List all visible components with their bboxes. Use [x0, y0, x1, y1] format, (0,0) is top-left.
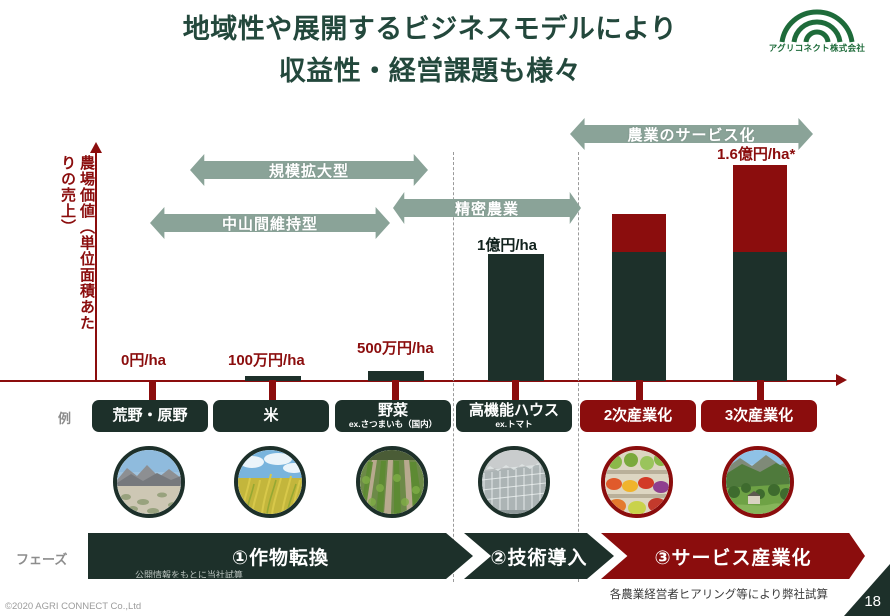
phase-crop-conversion[interactable]: ①作物転換 — [88, 533, 473, 579]
category-label: 2次産業化 — [603, 407, 673, 425]
band-arrow-precision-agriculture: 精密農業 — [393, 192, 581, 224]
band-arrow-scale-expansion: 規模拡大型 — [190, 154, 428, 186]
category-pill-rice[interactable]: 米 — [213, 400, 329, 432]
phase-label: ③サービス産業化 — [654, 547, 812, 569]
photo-processed-produce — [601, 446, 673, 518]
copyright-text: ©2020 AGRI CONNECT Co.,Ltd — [5, 601, 142, 612]
phase-technology-adoption[interactable]: ②技術導入 — [464, 533, 614, 579]
band-arrow-label: 農業のサービス化 — [627, 126, 756, 144]
section-divider-1 — [453, 152, 454, 582]
bar-value-label-6: 1.6億円/ha* — [717, 146, 796, 163]
y-axis-line — [95, 150, 97, 382]
x-axis-arrowhead — [836, 374, 847, 386]
bar-stem-5 — [636, 380, 643, 408]
photo-rice-paddy — [234, 446, 306, 518]
bar-3 — [368, 371, 424, 381]
title-line-2: 収益性・経営課題も様々 — [278, 56, 582, 86]
phase-label: ②技術導入 — [490, 547, 588, 569]
greenhouse-photo — [482, 450, 546, 514]
y-axis-label: 農場価値（単位面積あたりの売上） — [59, 155, 95, 331]
bar-segment-red — [612, 214, 666, 252]
bar-segment-red — [733, 165, 787, 252]
photo-desert-scrubland — [113, 446, 185, 518]
phase-label: ①作物転換 — [231, 547, 330, 569]
bar-2 — [245, 376, 301, 381]
bar-value-label-1: 0円/ha — [121, 352, 167, 369]
bar-segment-green — [245, 376, 301, 381]
bar-value-label-4: 1億円/ha — [477, 237, 538, 254]
category-label: 3次産業化 — [724, 407, 794, 425]
page-title: 地域性や展開するビジネスモデルにより 収益性・経営課題も様々 — [120, 8, 740, 92]
footnote-faint: 公開情報をもとに当社試算 — [135, 570, 243, 578]
rural-tourism-photo — [726, 450, 790, 514]
row-label-phase: フェーズ — [16, 552, 68, 567]
bar-stem-6 — [757, 380, 764, 408]
processed-produce-photo — [605, 450, 669, 514]
bar-value-label-3: 500万円/ha — [357, 340, 434, 357]
category-pill-secondary-industry[interactable]: 2次産業化 — [580, 400, 696, 432]
rice-paddy-photo — [238, 450, 302, 514]
section-divider-2 — [578, 152, 579, 582]
bar-segment-green — [733, 252, 787, 381]
bar-stem-3 — [392, 380, 399, 408]
photo-vegetable-field — [356, 446, 428, 518]
band-arrow-hilly-maintenance: 中山間維持型 — [150, 207, 390, 239]
bar-stem-1 — [149, 380, 156, 408]
category-label: 荒野・原野 — [112, 407, 188, 425]
arc-logo-icon — [779, 9, 855, 43]
category-label: 高機能ハウス — [468, 402, 559, 420]
page-number-corner: 18 — [824, 564, 890, 616]
page-number: 18 — [864, 593, 881, 610]
band-arrow-label: 規模拡大型 — [268, 162, 349, 180]
bar-5 — [612, 214, 666, 381]
vegetable-field-photo — [360, 450, 424, 514]
category-label: 野菜 — [377, 402, 408, 420]
x-axis-line — [0, 380, 838, 382]
row-label-example: 例 — [58, 411, 72, 426]
bar-segment-green — [368, 371, 424, 381]
band-arrow-label: 精密農業 — [454, 200, 519, 218]
desert-scrubland-photo — [117, 450, 181, 514]
logo-company-name: アグリコネクト株式会社 — [768, 43, 866, 53]
category-pill-tertiary-industry[interactable]: 3次産業化 — [701, 400, 817, 432]
bar-stem-4 — [512, 380, 519, 408]
category-pill-vegetables[interactable]: 野菜 ex.さつまいも（国内） — [335, 400, 451, 432]
bar-stem-2 — [269, 380, 276, 408]
bar-4 — [488, 254, 544, 381]
company-logo: アグリコネクト株式会社 — [758, 6, 876, 56]
title-line-1: 地域性や展開するビジネスモデルにより — [182, 14, 678, 44]
category-label: 米 — [263, 407, 279, 425]
photo-rural-tourism — [722, 446, 794, 518]
footnote-source: 各農業経営者ヒアリング等により弊社試算 — [609, 589, 828, 601]
y-axis-arrowhead — [90, 142, 102, 153]
category-pill-high-tech-greenhouse[interactable]: 高機能ハウス ex.トマト — [456, 400, 572, 432]
bar-segment-green — [488, 254, 544, 381]
category-sublabel: ex.トマト — [495, 418, 533, 429]
bar-segment-green — [612, 252, 666, 381]
category-pill-wasteland[interactable]: 荒野・原野 — [92, 400, 208, 432]
corner-shape-icon — [844, 564, 890, 616]
band-arrow-label: 中山間維持型 — [221, 215, 318, 233]
phase-service-industrialization[interactable]: ③サービス産業化 — [601, 533, 865, 579]
bar-6 — [733, 165, 787, 381]
photo-greenhouse — [478, 446, 550, 518]
category-sublabel: ex.さつまいも（国内） — [348, 418, 438, 429]
bar-value-label-2: 100万円/ha — [228, 352, 305, 369]
